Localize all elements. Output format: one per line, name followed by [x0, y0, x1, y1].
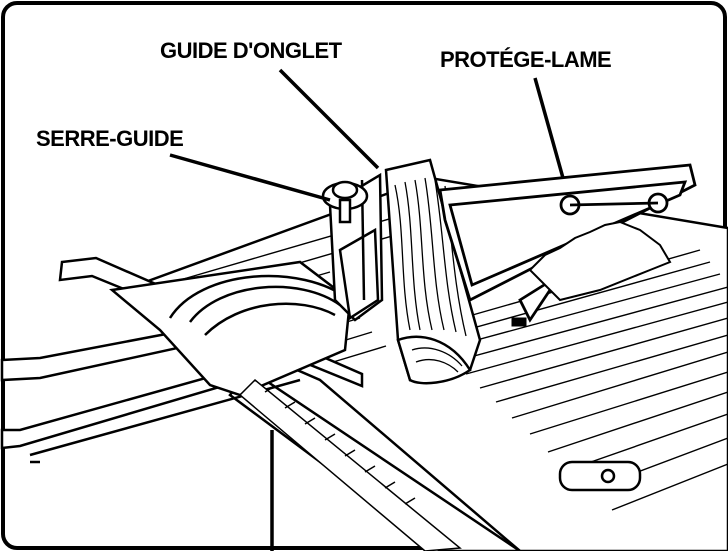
miter-gauge-head [321, 172, 384, 322]
callout-leaders [169, 68, 565, 551]
label-blade-guard: PROTÉGE-LAME [438, 47, 614, 73]
leader-blade-guard [533, 77, 565, 179]
saw-blade [528, 220, 672, 302]
label-gauge-lock: SERRE-GUIDE [34, 126, 186, 152]
leader-gauge-lock [169, 153, 331, 202]
fence-scale [238, 378, 462, 551]
leader-miter-gauge [278, 68, 380, 170]
miter-gauge-base [109, 260, 352, 397]
throat-plate-slot [511, 317, 527, 327]
blade-guard [438, 163, 697, 323]
label-miter-gauge: GUIDE D'ONGLET [158, 38, 344, 64]
fence-lock-handle [558, 460, 642, 492]
